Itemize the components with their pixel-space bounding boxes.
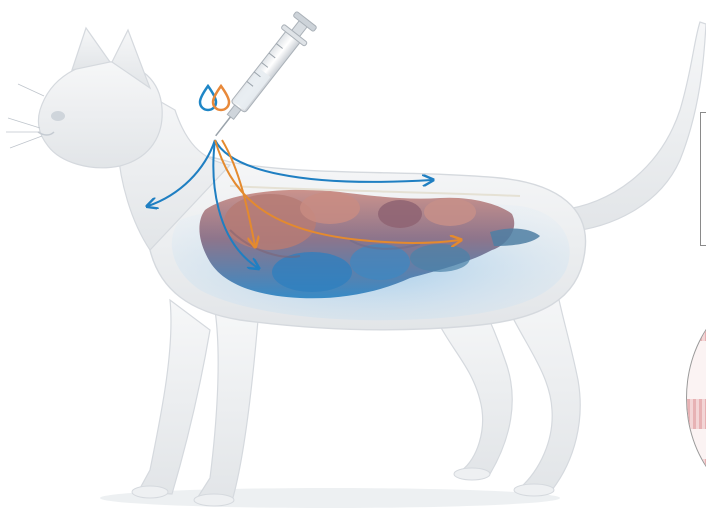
cat-tail (560, 22, 706, 232)
inset-frame (700, 112, 706, 246)
tissue-inset (686, 288, 706, 508)
syringe-icon (204, 10, 319, 145)
cat-ear-left (72, 28, 110, 70)
cat-front-leg-far (138, 300, 210, 494)
cat-eye (51, 111, 65, 121)
droplets-icon (200, 86, 229, 110)
